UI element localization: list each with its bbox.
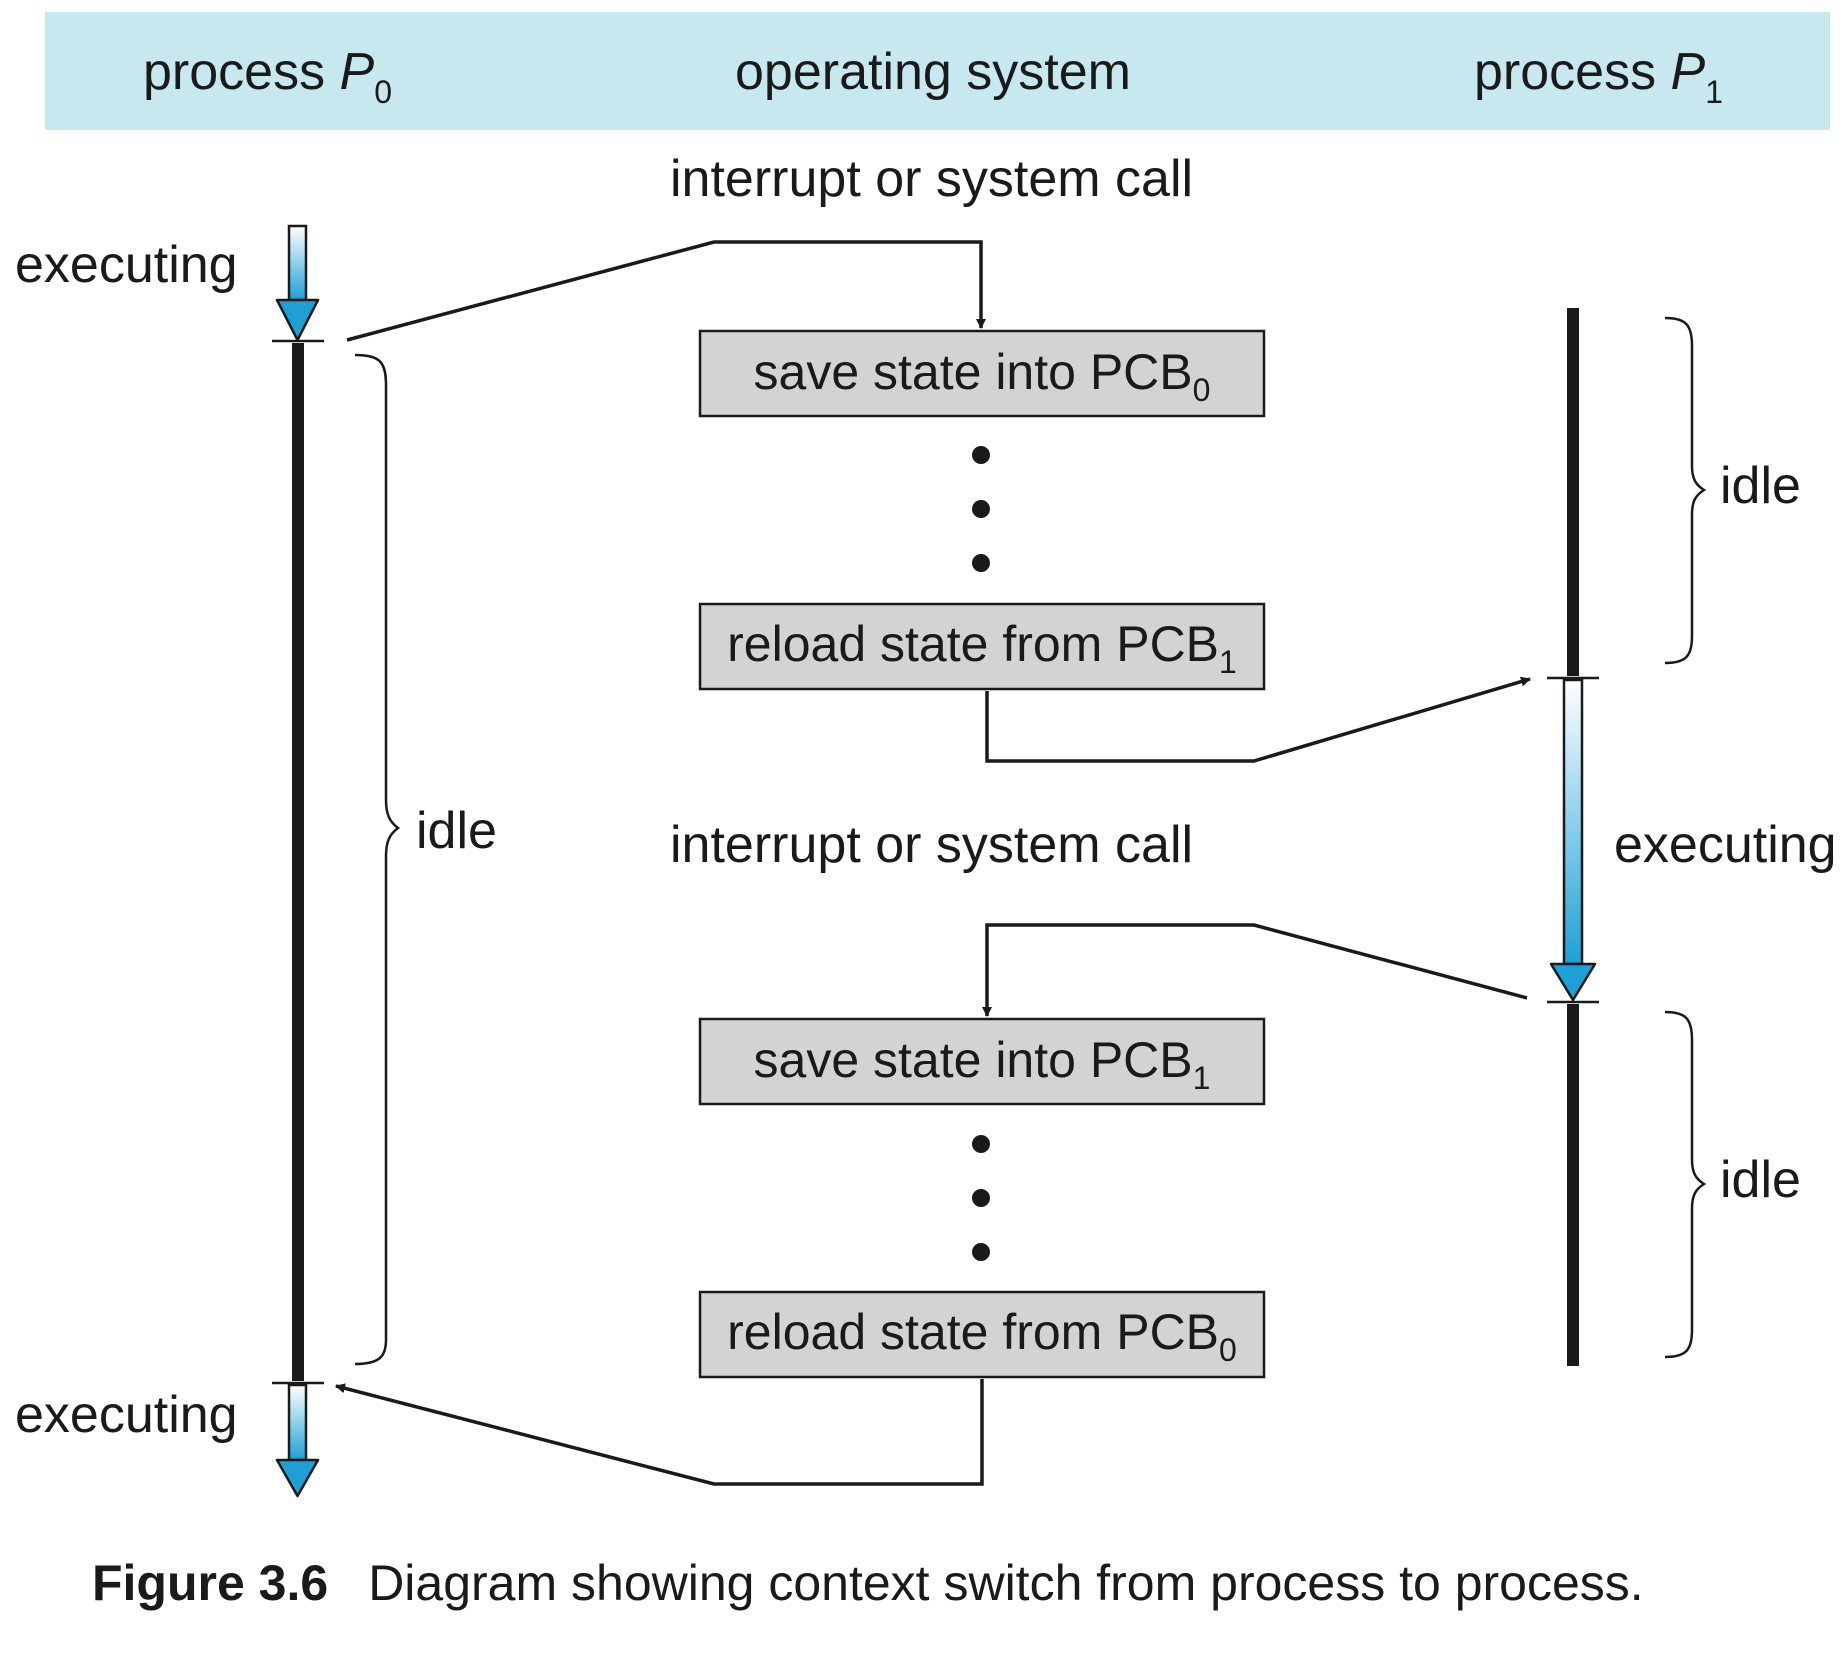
header-process-p1: process P1 [1474,43,1723,110]
p0-executing-top-label: executing [15,236,238,294]
box-reload-pcb1: reload state from PCB1 [698,602,1266,691]
interrupt-label-mid: interrupt or system call [670,816,1193,874]
p1-idle-bottom-label: idle [1720,1151,1801,1209]
p0-executing-bottom-label: executing [15,1386,238,1444]
connector-p0-to-save-pcb0 [346,240,986,342]
svg-text:reload state from PCB0: reload state from PCB0 [727,1304,1237,1368]
svg-text:save state into PCB0: save state into PCB0 [754,344,1211,408]
svg-text:reload state from PCB1: reload state from PCB1 [727,616,1237,680]
p0-executing-arrow-top [275,224,320,342]
p1-executing-arrow [1549,678,1597,1002]
p1-idle-brace-bottom [1664,1010,1707,1359]
header-band [45,12,1830,130]
p1-idle-brace-top [1664,316,1707,665]
p0-executing-arrow-bottom [275,1383,320,1498]
connector-p1-to-save-pcb1 [982,923,1528,1017]
box-save-pcb1: save state into PCB1 [698,1017,1266,1106]
p1-idle-bar-top [1567,308,1579,676]
p1-idle-top-label: idle [1720,457,1801,515]
p0-idle-label: idle [416,802,497,860]
figure-number: Figure 3.6 [92,1555,328,1611]
ellipsis-dots-top [972,446,990,572]
p1-idle-bar-bottom [1567,1004,1579,1366]
p1-executing-label: executing [1614,816,1837,874]
box-reload-pcb0: reload state from PCB0 [698,1290,1266,1379]
connector-reload-pcb1-to-p1 [985,676,1531,763]
box-save-pcb0: save state into PCB0 [698,329,1266,418]
figure-caption: Figure 3.6 Diagram showing context switch… [92,1555,1644,1611]
header-operating-system: operating system [735,43,1131,101]
svg-text:save state into PCB1: save state into PCB1 [754,1032,1211,1096]
p0-idle-brace [354,353,401,1366]
ellipsis-dots-bottom [972,1135,990,1261]
header-process-p0: process P0 [143,43,392,110]
p0-idle-bar [292,343,304,1381]
figure-caption-text: Diagram showing context switch from proc… [368,1555,1644,1611]
connector-reload-pcb0-to-p0 [335,1379,984,1486]
interrupt-label-top: interrupt or system call [670,150,1193,208]
